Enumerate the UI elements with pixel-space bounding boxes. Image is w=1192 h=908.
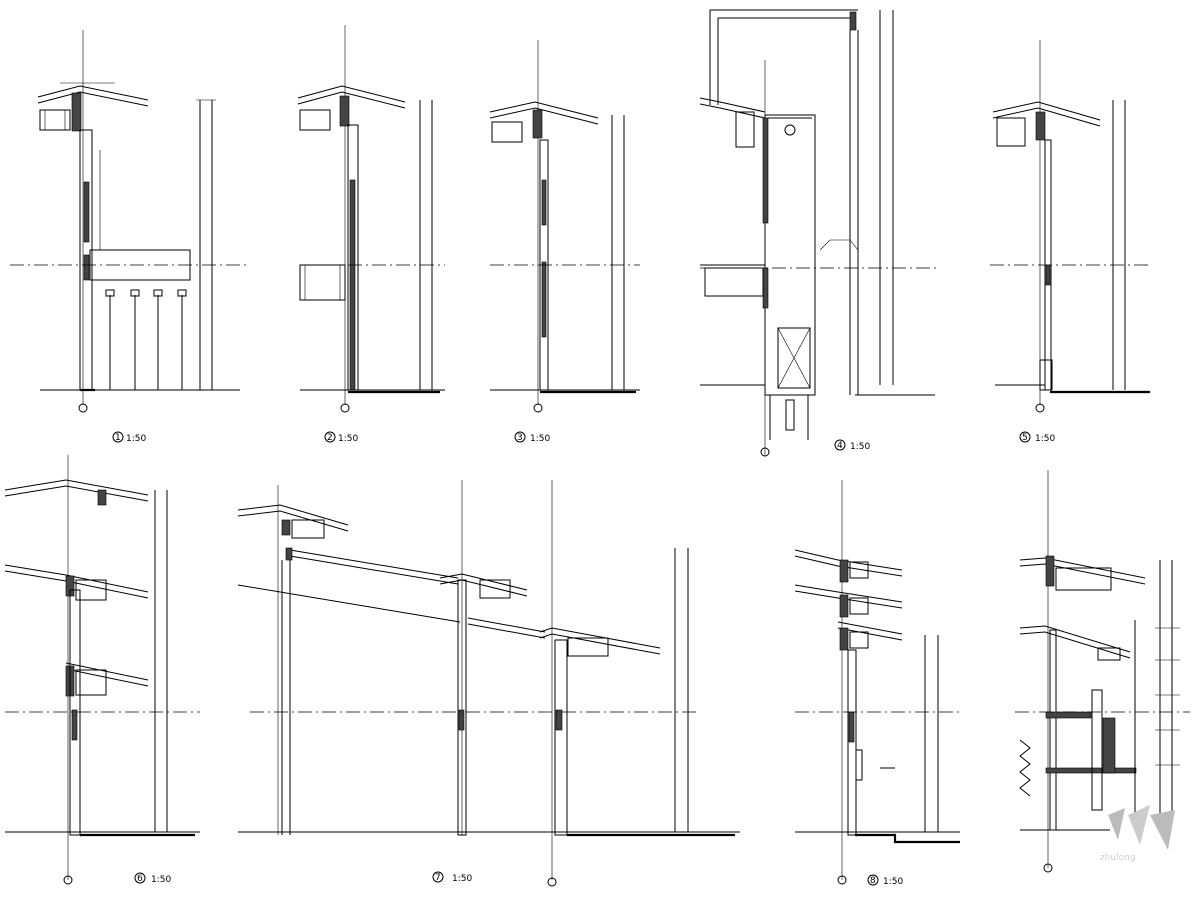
detail-6-section: 6 1:50: [4, 455, 200, 885]
watermark-text: zhulong: [1100, 853, 1136, 863]
detail-stair-section: [1015, 470, 1190, 873]
detail-4-section: 4 1:50: [699, 9, 940, 457]
detail-2-scale: 1:50: [338, 434, 358, 444]
detail-2-number: 2: [327, 433, 333, 443]
detail-2-section: 2 1:50: [297, 25, 445, 444]
detail-8-number: 8: [870, 876, 876, 886]
detail-7-number: 7: [435, 873, 441, 883]
detail-6-number: 6: [137, 874, 143, 884]
detail-4-number: 4: [837, 441, 843, 451]
detail-3-number: 3: [517, 433, 523, 443]
detail-3-scale: 1:50: [530, 434, 550, 444]
detail-8-section: 8 1:50: [794, 480, 960, 887]
detail-6-scale: 1:50: [151, 875, 171, 885]
detail-5-section: 5 1:50: [990, 40, 1150, 444]
detail-1-number: 1: [115, 433, 121, 443]
detail-5-scale: 1:50: [1035, 434, 1055, 444]
detail-3-section: 3 1:50: [489, 40, 640, 444]
detail-8-scale: 1:50: [883, 877, 903, 887]
detail-5-number: 5: [1022, 433, 1028, 443]
watermark-logo: zhulong: [1100, 805, 1175, 863]
detail-1-section: 1 1:50: [10, 30, 250, 444]
detail-1-scale: 1:50: [126, 434, 146, 444]
detail-7-section: 7 1:50: [237, 480, 740, 887]
detail-4-scale: 1:50: [850, 442, 870, 452]
detail-7-scale: 1:50: [452, 874, 472, 884]
